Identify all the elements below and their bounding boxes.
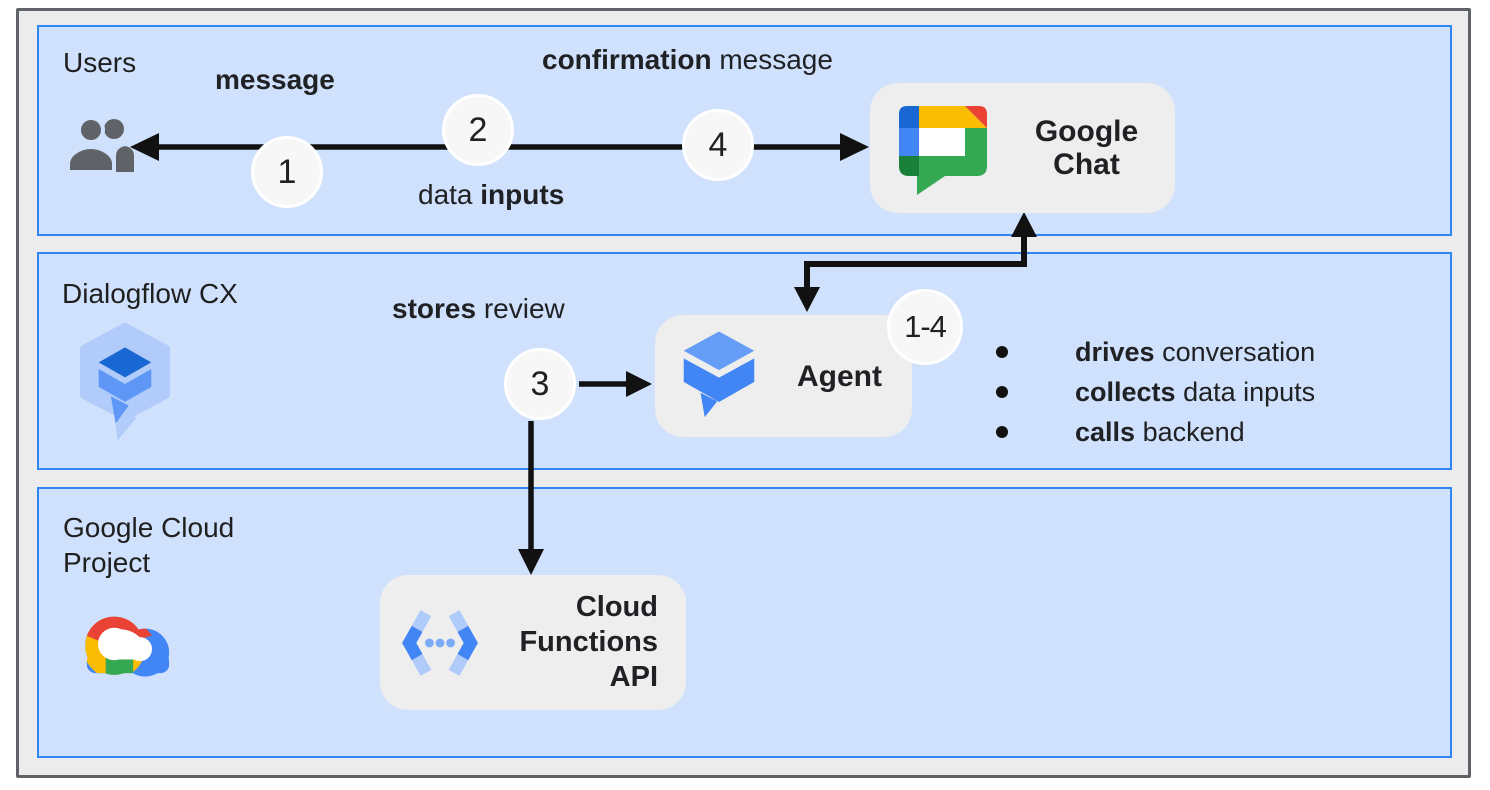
label-data-inputs-pre: data: [418, 179, 481, 210]
google-chat-icon: [898, 98, 990, 198]
band-google-cloud-project: [37, 487, 1452, 758]
label-data-inputs: data inputs: [418, 180, 564, 210]
label-message: message: [215, 65, 335, 95]
google-chat-label-line1: Google: [1034, 115, 1139, 148]
label-confirmation-post: message: [711, 44, 833, 75]
step-circle-1-4: 1-4: [887, 289, 963, 365]
dialogflow-agent-icon: [677, 329, 761, 423]
band-title-users: Users: [63, 47, 137, 78]
google-chat-label: Google Chat: [1008, 115, 1165, 181]
capability-item-collects: collects data inputs: [990, 372, 1315, 412]
band-title-dialogflow-cx: Dialogflow CX: [62, 278, 238, 309]
capability-drives-bold: drives: [1075, 337, 1155, 367]
capability-calls-bold: calls: [1075, 417, 1136, 447]
agent-capabilities-list: drives conversation collects data inputs…: [990, 332, 1315, 452]
step-circle-4: 4: [682, 109, 754, 181]
google-cloud-icon: [80, 606, 176, 687]
step-circle-3: 3: [504, 348, 576, 420]
cloud-functions-label: Cloud Functions API: [498, 590, 658, 695]
cloud-functions-api-icon: [396, 603, 484, 683]
capability-calls-rest: backend: [1135, 417, 1245, 447]
node-google-chat: Google Chat: [870, 83, 1175, 213]
users-icon: [66, 116, 138, 179]
capability-item-calls: calls backend: [990, 412, 1315, 452]
label-message-bold: message: [215, 64, 335, 95]
label-data-inputs-bold: inputs: [480, 179, 565, 210]
label-stores-review-bold: stores: [392, 293, 477, 324]
bullet-dot: [996, 386, 1008, 398]
google-chat-label-line2: Chat: [1053, 148, 1120, 181]
step-circle-1: 1: [251, 136, 323, 208]
cloud-functions-label-line1: Cloud: [575, 591, 658, 623]
bullet-dot: [996, 346, 1008, 358]
capability-drives-rest: conversation: [1154, 337, 1316, 367]
node-cloud-functions-api: Cloud Functions API: [380, 575, 686, 710]
label-stores-review: stores review: [392, 294, 565, 324]
label-confirmation-bold: confirmation: [542, 44, 712, 75]
dialogflow-cx-icon: [78, 322, 172, 451]
band-title-gcp-line1: Google Cloud: [63, 512, 235, 543]
capability-collects-rest: data inputs: [1175, 377, 1316, 407]
label-confirmation-message: confirmation message: [542, 45, 833, 75]
cloud-functions-label-line2: Functions: [519, 626, 658, 658]
bullet-dot: [996, 426, 1008, 438]
agent-label: Agent: [797, 359, 882, 393]
node-agent: Agent: [655, 315, 912, 437]
cloud-functions-label-line3: API: [609, 661, 658, 693]
capability-item-drives: drives conversation: [990, 332, 1315, 372]
band-title-google-cloud-project: Google Cloud Project: [63, 510, 234, 580]
step-circle-2: 2: [442, 94, 514, 166]
capability-collects-bold: collects: [1075, 377, 1176, 407]
label-stores-review-post: review: [476, 293, 565, 324]
band-title-gcp-line2: Project: [63, 547, 151, 578]
